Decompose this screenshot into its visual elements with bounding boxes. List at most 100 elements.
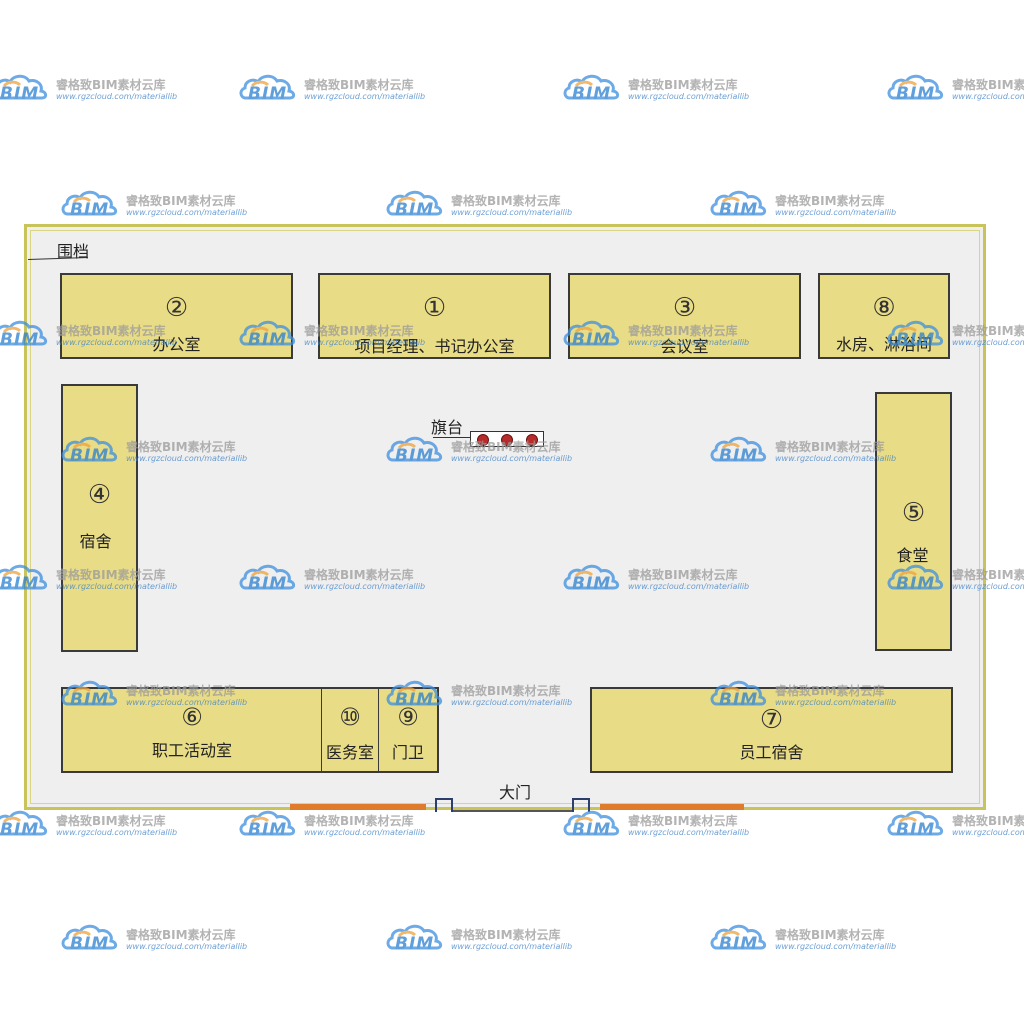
room-number: ②	[164, 293, 189, 323]
room-name: 项目经理、书记办公室	[354, 337, 515, 356]
gate-post-right	[572, 798, 590, 812]
flag-pole-dot	[477, 434, 489, 446]
flag-leader-line	[433, 437, 471, 438]
room-canteen[interactable]: ⑤ 食堂	[875, 392, 952, 651]
room-group-bottom-left: ⑥ 职工活动室 ⑩ 医务室 ⑨ 门卫	[61, 687, 439, 773]
watermark-logo-text: BIM	[896, 820, 936, 840]
room-number: ⑨	[397, 703, 419, 731]
watermark-brand: 睿格致BIM素材云库	[126, 928, 236, 942]
watermark-url: www.rgzcloud.com/materiallib	[56, 828, 178, 837]
fence-label: 围档	[57, 242, 90, 261]
watermark-brand: 睿格致BIM素材云库	[628, 814, 738, 828]
watermark-logo-text: BIM	[572, 820, 612, 840]
watermark-logo-text: BIM	[719, 200, 759, 220]
watermark-url: www.rgzcloud.com/materiallib	[775, 942, 897, 951]
watermark-logo-text: BIM	[572, 84, 612, 104]
watermark: BIM 睿格致BIM素材云库www.rgzcloud.com/materialli…	[886, 808, 1024, 842]
cloud-icon	[887, 810, 944, 836]
site-inner-border	[30, 230, 980, 804]
room-name: 宿舍	[79, 532, 112, 551]
watermark-brand: 睿格致BIM素材云库	[775, 194, 885, 208]
room-name: 职工活动室	[151, 741, 232, 760]
room-office[interactable]: ② 办公室	[60, 273, 293, 359]
flag-pole-dot	[501, 434, 513, 446]
cloud-icon	[710, 924, 767, 950]
watermark-brand: 睿格致BIM素材云库	[775, 928, 885, 942]
watermark-logo-text: BIM	[896, 84, 936, 104]
flag-platform-label: 旗台	[431, 418, 464, 437]
room-number: ③	[672, 293, 697, 323]
cloud-icon	[239, 74, 296, 100]
watermark-url: www.rgzcloud.com/materiallib	[56, 92, 178, 101]
room-name: 食堂	[896, 546, 929, 565]
watermark-logo-text: BIM	[395, 200, 435, 220]
cloud-icon	[563, 810, 620, 836]
room-name: 水房、淋浴间	[835, 335, 932, 354]
cloud-icon	[386, 924, 443, 950]
main-gate-label: 大门	[499, 783, 532, 802]
room-number: ⑦	[759, 705, 784, 735]
watermark-url: www.rgzcloud.com/materiallib	[304, 828, 426, 837]
watermark-logo-text: BIM	[248, 820, 288, 840]
room-meeting[interactable]: ③ 会议室	[568, 273, 801, 359]
room-divider	[321, 689, 322, 771]
room-number: ⑩	[339, 703, 361, 731]
fence-segment-left	[290, 804, 426, 810]
watermark-logo-text: BIM	[719, 934, 759, 954]
watermark-logo-text: BIM	[0, 820, 40, 840]
cloud-icon	[61, 924, 118, 950]
room-name: 会议室	[660, 337, 709, 356]
watermark-url: www.rgzcloud.com/materiallib	[304, 92, 426, 101]
watermark-url: www.rgzcloud.com/materiallib	[451, 208, 573, 217]
watermark-logo-text: BIM	[70, 200, 110, 220]
room-water-bath[interactable]: ⑧ 水房、淋浴间	[818, 273, 950, 359]
room-number: ⑤	[901, 498, 926, 528]
room-pm-office[interactable]: ① 项目经理、书记办公室	[318, 273, 551, 359]
room-guard[interactable]: ⑨ 门卫	[379, 689, 437, 771]
watermark-brand: 睿格致BIM素材云库	[952, 78, 1024, 92]
watermark-url: www.rgzcloud.com/materiallib	[775, 208, 897, 217]
watermark-url: www.rgzcloud.com/materiallib	[126, 942, 248, 951]
room-name: 医务室	[325, 743, 374, 762]
gate-opening[interactable]	[453, 810, 572, 812]
watermark-logo-text: BIM	[0, 84, 40, 104]
cloud-icon	[386, 190, 443, 216]
room-number: ⑥	[181, 703, 203, 731]
room-name: 员工宿舍	[739, 743, 804, 762]
fence-segment-right	[600, 804, 744, 810]
watermark-brand: 睿格致BIM素材云库	[126, 194, 236, 208]
watermark-logo-text: BIM	[70, 934, 110, 954]
watermark-brand: 睿格致BIM素材云库	[451, 194, 561, 208]
watermark-logo-text: BIM	[395, 934, 435, 954]
watermark-brand: 睿格致BIM素材云库	[56, 814, 166, 828]
room-number: ④	[87, 480, 112, 510]
room-dorm[interactable]: ④ 宿舍	[61, 384, 138, 652]
room-name: 办公室	[152, 335, 201, 354]
watermark-url: www.rgzcloud.com/materiallib	[451, 942, 573, 951]
cloud-icon	[887, 74, 944, 100]
flag-pole-dot	[526, 434, 538, 446]
cloud-icon	[710, 190, 767, 216]
room-medical[interactable]: ⑩ 医务室	[322, 689, 378, 771]
watermark-url: www.rgzcloud.com/materiallib	[952, 92, 1024, 101]
watermark-brand: 睿格致BIM素材云库	[952, 814, 1024, 828]
room-name: 门卫	[391, 743, 424, 762]
watermark-url: www.rgzcloud.com/materiallib	[952, 828, 1024, 837]
room-staff-dorm[interactable]: ⑦ 员工宿舍	[590, 687, 953, 773]
gate-post-left	[435, 798, 453, 812]
room-activity[interactable]: ⑥ 职工活动室	[63, 689, 321, 771]
flag-platform[interactable]	[470, 431, 544, 447]
watermark-logo-text: BIM	[248, 84, 288, 104]
cloud-icon	[61, 190, 118, 216]
watermark-brand: 睿格致BIM素材云库	[304, 814, 414, 828]
